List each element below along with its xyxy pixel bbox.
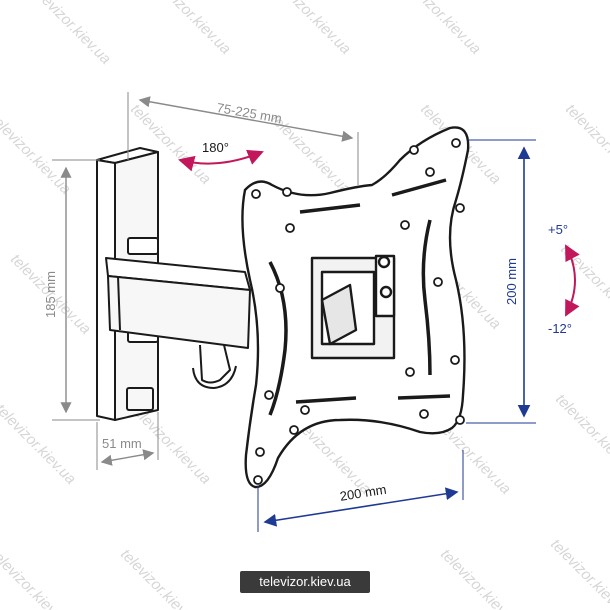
arm-extension-label: 75-225 mm (216, 100, 283, 126)
wall-width-label: 51 mm (102, 436, 142, 451)
watermark-text: televizor.kiev.ua (0, 401, 79, 488)
vesa-width-label: 200 mm (339, 482, 388, 504)
swing-arm (105, 257, 251, 389)
watermark-text: televizor.kiev.ua (117, 546, 204, 610)
watermark-text: televizor.kiev.ua (0, 546, 74, 610)
vesa-height-label: 200 mm (504, 258, 519, 305)
wall-height-label: 185 mm (43, 271, 58, 318)
watermark-text: televizor.kiev.ua (547, 536, 610, 610)
watermark-text: televizor.kiev.ua (397, 0, 484, 58)
dimension-wall-width: 51 mm (96, 412, 159, 470)
watermark-text: televizor.kiev.ua (562, 101, 610, 188)
dimension-swivel: 180° (178, 140, 264, 172)
dimension-tilt: +5° -12° (548, 222, 580, 336)
watermark-text: televizor.kiev.ua (437, 546, 524, 610)
vesa-plate (241, 126, 470, 489)
dimension-vesa-width: 200 mm (257, 450, 464, 532)
dimension-vesa-height: 200 mm (466, 139, 536, 424)
watermark-text: televizor.kiev.ua (552, 391, 610, 478)
watermark-text: televizor.kiev.ua (557, 241, 610, 328)
swivel-label: 180° (202, 140, 229, 155)
tilt-up-label: +5° (548, 222, 568, 237)
dimension-wall-height: 185 mm (43, 159, 100, 421)
site-badge: televizor.kiev.ua (240, 571, 370, 593)
watermark-text: televizor.kiev.ua (147, 0, 234, 58)
watermark-text: televizor.kiev.ua (27, 0, 114, 68)
tilt-down-label: -12° (548, 321, 572, 336)
watermark-text: televizor.kiev.ua (0, 111, 74, 198)
watermark-text: televizor.kiev.ua (267, 0, 354, 58)
